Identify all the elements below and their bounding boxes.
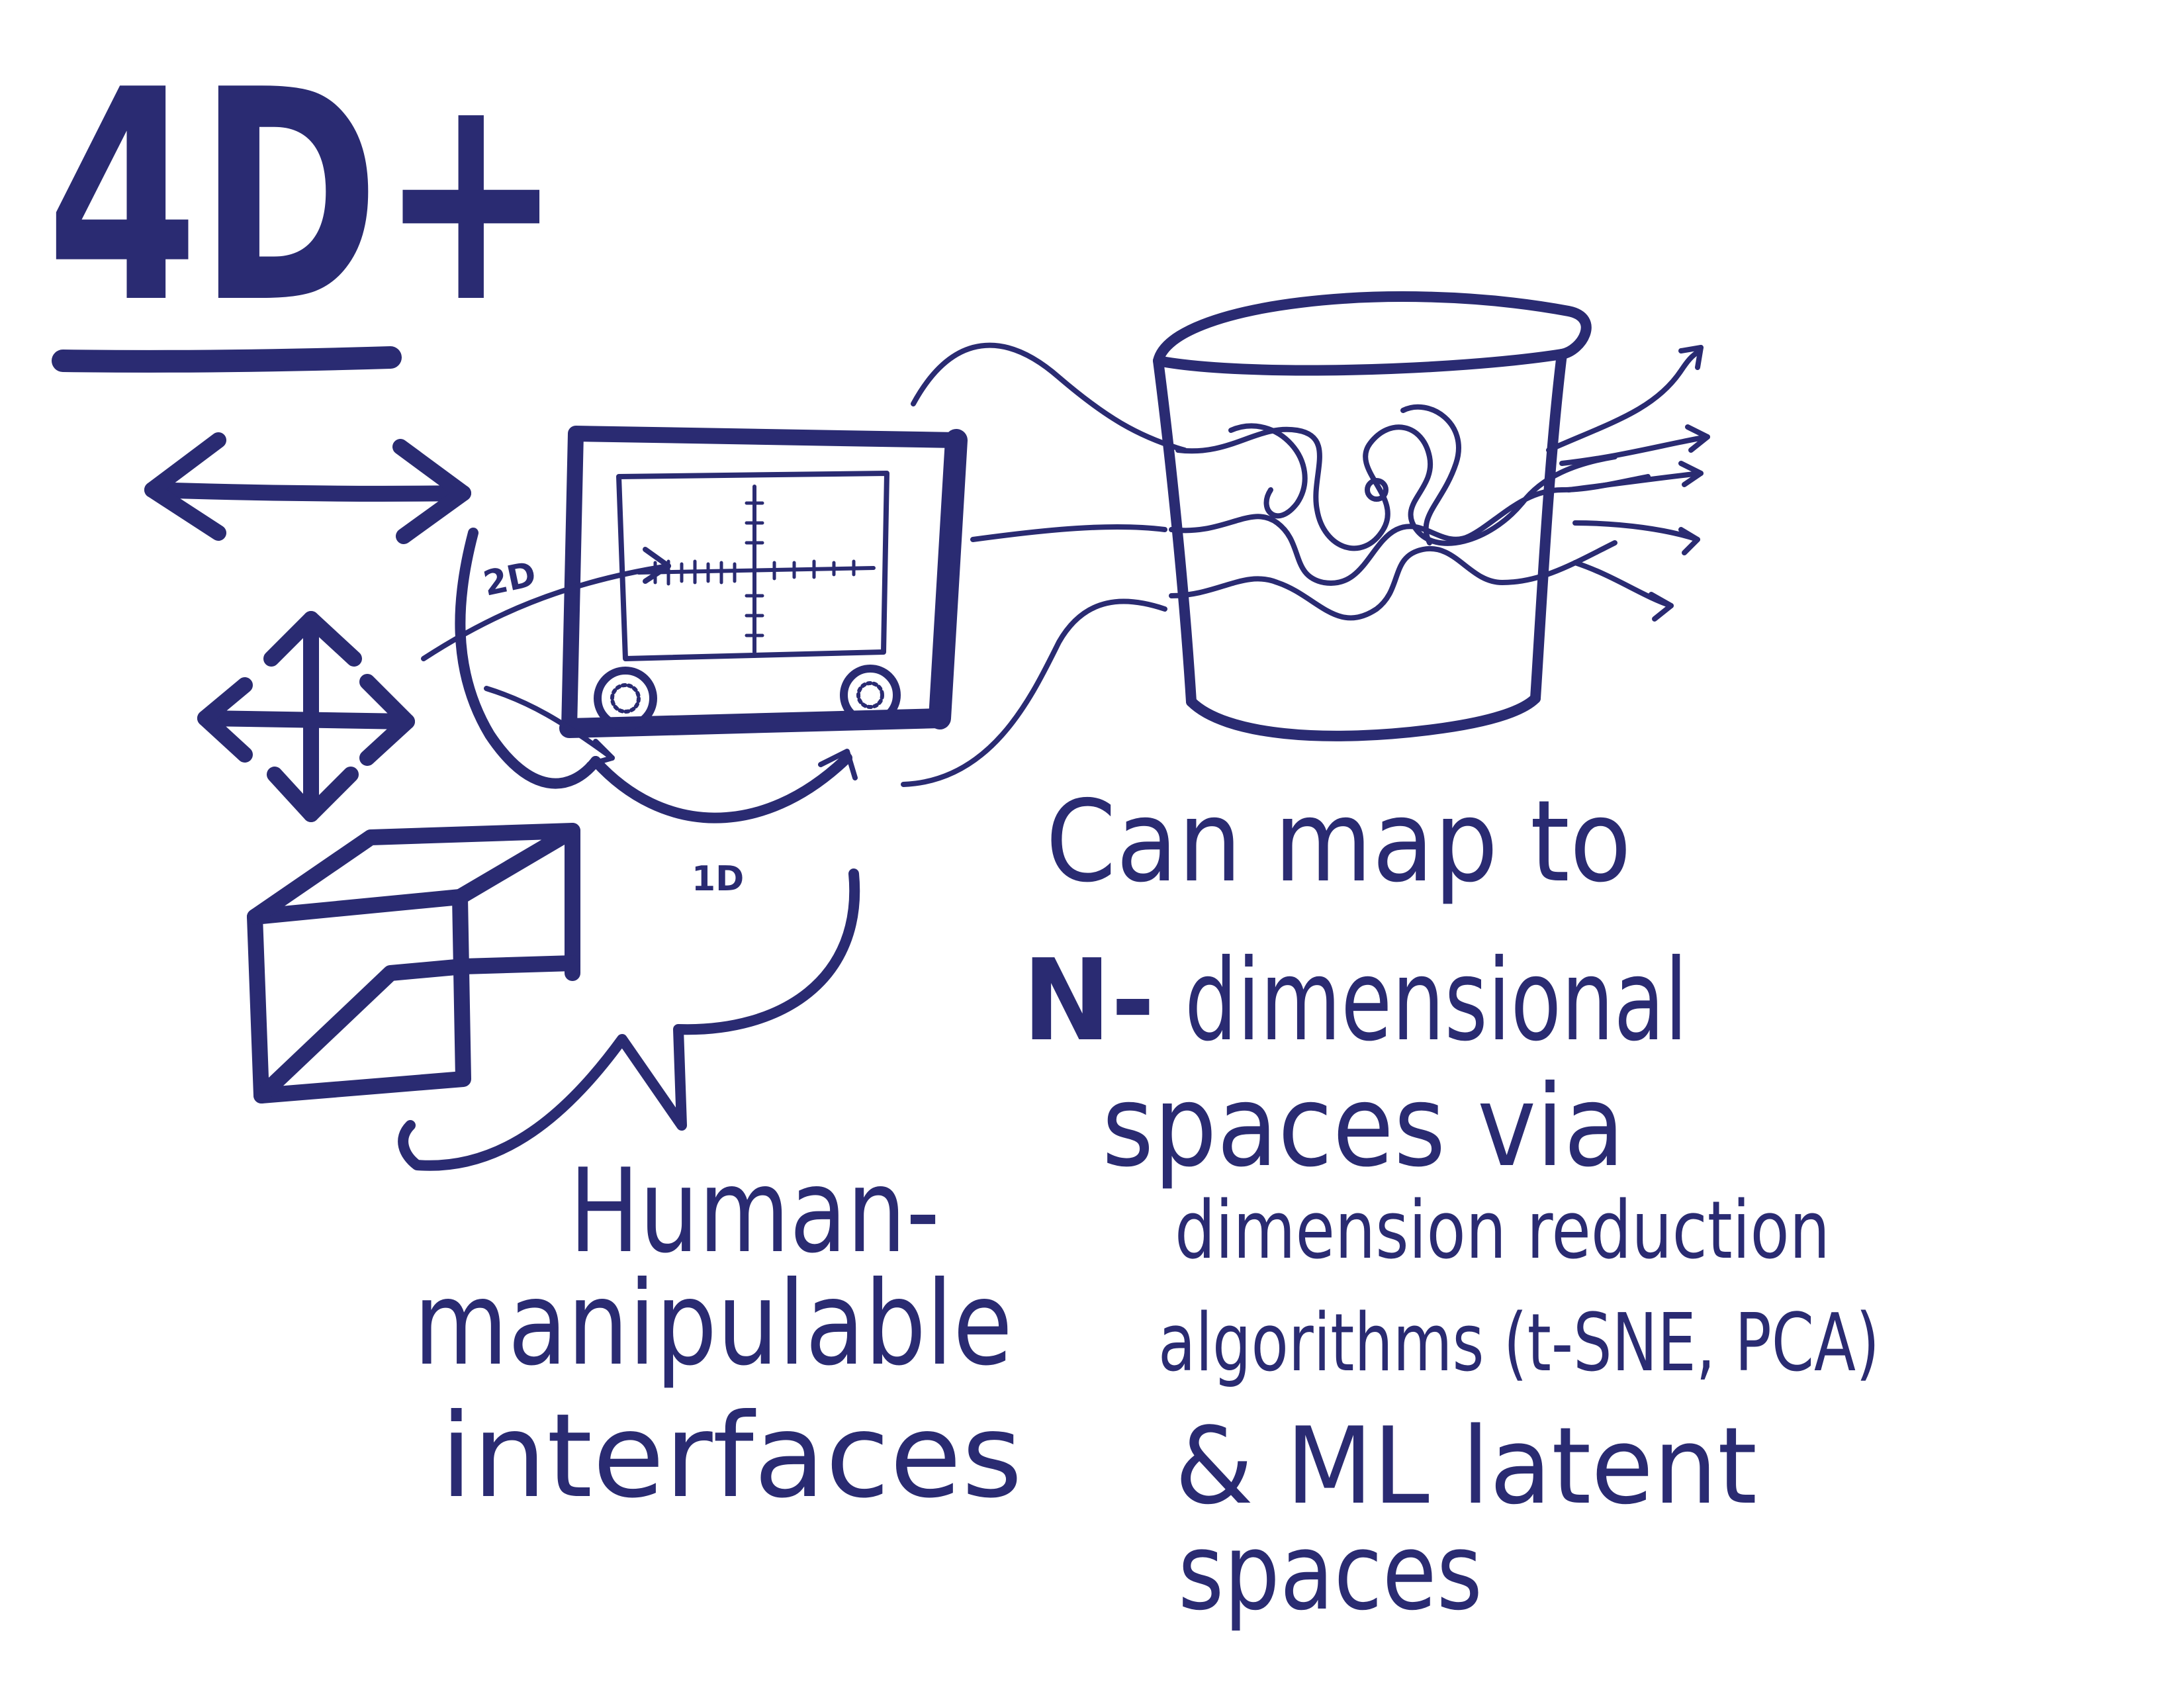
right-caption-line6: & ML latent — [1175, 1404, 1757, 1528]
title-underline — [52, 346, 402, 373]
title: 4D+ — [46, 28, 563, 367]
right-caption-line1: Can map to — [1046, 776, 1631, 908]
label-2d: 2D — [480, 555, 539, 604]
cube-icon — [247, 823, 580, 1103]
right-caption-line7: spaces — [1178, 1510, 1482, 1634]
connector-bottom — [901, 598, 1167, 787]
right-caption-line2a: N- — [1023, 935, 1155, 1066]
left-bracket-curve — [455, 528, 601, 789]
left-caption-line1: Human- — [569, 1145, 940, 1279]
right-caption-line5: algorithms (t-SNE, PCA) — [1158, 1297, 1880, 1389]
arrow-1d-curve-a — [484, 686, 615, 761]
speech-bubble-icon — [398, 868, 860, 1171]
left-caption-line2: manipulable — [414, 1257, 1013, 1391]
right-caption-line2b: dimensional — [1185, 935, 1688, 1066]
left-caption-line3: interfaces — [440, 1389, 1023, 1524]
arrow-2d-curve — [421, 563, 671, 661]
four-way-arrow-icon — [197, 611, 415, 822]
cylinder-icon — [1153, 291, 1651, 741]
arrow-2d-head — [643, 547, 671, 584]
right-caption-line4: dimension reduction — [1175, 1185, 1830, 1277]
arrow-1d-head-b — [818, 749, 858, 780]
connector-top — [911, 342, 1187, 453]
connector-middle — [970, 524, 1167, 542]
right-caption-line3: spaces via — [1102, 1061, 1625, 1192]
screen-icon — [559, 426, 968, 738]
arrow-1d-curve-b — [590, 753, 852, 823]
outgoing-arrows — [1546, 345, 1710, 622]
double-headed-arrow-icon — [144, 432, 471, 544]
label-1d: 1D — [692, 859, 744, 899]
